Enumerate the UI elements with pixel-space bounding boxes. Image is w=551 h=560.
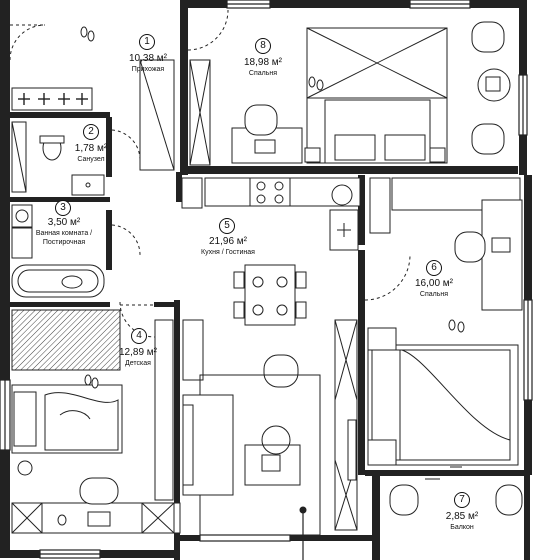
room-8-number: 8 xyxy=(255,38,271,54)
interior-walls xyxy=(10,112,525,560)
slippers xyxy=(80,26,95,42)
room-8-label: 18,98 м² Спальня xyxy=(233,57,293,78)
balcony-furniture xyxy=(389,466,523,516)
room-6-number: 6 xyxy=(426,260,442,276)
kids-room-furniture xyxy=(11,309,181,534)
room-1-label: 10,38 м² Прихожая xyxy=(118,53,178,74)
room-6-label: 16,00 м² Спальня xyxy=(404,278,464,299)
laundry-fixtures xyxy=(11,204,105,298)
room-3-area: 3,50 м² xyxy=(47,217,81,228)
room-6-name: Спальня xyxy=(419,291,449,298)
room-4-name: Детская xyxy=(125,360,151,367)
bathroom-fixtures xyxy=(11,121,105,196)
bedroom-6-furniture xyxy=(367,177,523,466)
kitchen-living-furniture xyxy=(181,177,361,560)
room-8-name: Спальня xyxy=(248,70,278,77)
room-4-area: 12,89 м² xyxy=(118,347,157,358)
hallway-furniture xyxy=(11,26,175,171)
room-1-number: 1 xyxy=(139,34,155,50)
room-3-label: 3,50 м² Ванная комната / Постирочная xyxy=(32,218,96,248)
room-1-area: 10,38 м² xyxy=(128,53,167,64)
room-2-name: Санузел xyxy=(77,156,105,163)
room-5-name: Кухня / Гостиная xyxy=(201,249,255,256)
room-7-label: 2,85 м² Балкон xyxy=(436,511,488,532)
room-5-number: 5 xyxy=(219,218,235,234)
room-3-name: Ванная комната / Постирочная xyxy=(35,230,93,246)
room-2-area: 1,78 м² xyxy=(74,143,108,154)
room-3-number: 3 xyxy=(55,200,71,216)
room-7-area: 2,85 м² xyxy=(445,511,479,522)
room-1-name: Прихожая xyxy=(131,66,165,73)
room-2-number: 2 xyxy=(83,124,99,140)
room-6-area: 16,00 м² xyxy=(414,278,453,289)
room-8-area: 18,98 м² xyxy=(243,57,282,68)
room-5-area: 21,96 м² xyxy=(208,236,247,247)
room-7-number: 7 xyxy=(454,492,470,508)
windows xyxy=(0,0,533,559)
bedroom-8-furniture xyxy=(189,21,511,166)
room-5-label: 21,96 м² Кухня / Гостиная xyxy=(190,236,266,257)
room-4-label: 12,89 м² Детская xyxy=(108,347,168,368)
room-7-name: Балкон xyxy=(450,524,474,531)
room-4-number: 4 xyxy=(131,328,147,344)
doors xyxy=(9,9,411,338)
room-2-label: 1,78 м² Санузел xyxy=(68,143,114,164)
